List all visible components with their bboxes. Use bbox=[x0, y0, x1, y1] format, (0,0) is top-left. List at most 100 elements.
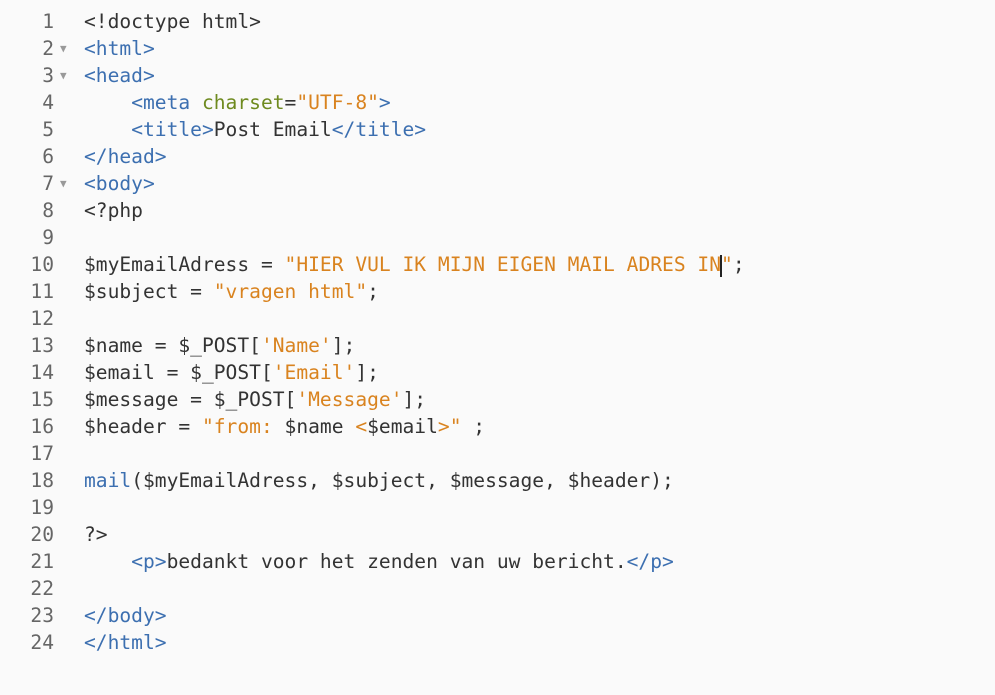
code-text: ?> bbox=[84, 521, 108, 548]
code-line[interactable]: 11 $subject = "vragen html"; bbox=[0, 278, 995, 305]
code-token: " bbox=[721, 253, 733, 276]
code-text: mail($myEmailAdress, $subject, $message,… bbox=[84, 467, 674, 494]
code-line[interactable]: 10 $myEmailAdress = "HIER VUL IK MIJN EIG… bbox=[0, 251, 995, 278]
code-line[interactable]: 14$email = $_POST['Email']; bbox=[0, 359, 995, 386]
code-token: $subject = bbox=[84, 280, 214, 303]
fold-arrow-icon[interactable]: ▼ bbox=[60, 69, 67, 82]
code-line[interactable]: 5 <title>Post Email</title> bbox=[0, 116, 995, 143]
code-text: <!doctype html> bbox=[84, 8, 261, 35]
code-token: <title> bbox=[131, 118, 214, 141]
code-token: bedankt voor het zenden van uw bericht. bbox=[166, 550, 627, 573]
line-number: 12 bbox=[30, 307, 54, 330]
code-token: 'Message' bbox=[296, 388, 403, 411]
line-number: 14 bbox=[30, 361, 54, 384]
line-number: 13 bbox=[30, 334, 54, 357]
code-token: >" bbox=[437, 415, 462, 438]
code-token: "from: bbox=[201, 415, 285, 438]
code-token: $header = bbox=[84, 415, 202, 438]
code-token: </title> bbox=[331, 118, 427, 141]
line-number: 3 bbox=[42, 64, 54, 87]
line-number: 7 bbox=[42, 172, 54, 195]
code-line[interactable]: 16$header = "from: $name <$email>" ; bbox=[0, 413, 995, 440]
code-text: <head> bbox=[84, 62, 155, 89]
code-token: <body> bbox=[84, 172, 155, 195]
code-token bbox=[84, 550, 131, 573]
code-text: $header = "from: $name <$email>" ; bbox=[84, 413, 485, 440]
line-number: 8 bbox=[42, 199, 54, 222]
code-line[interactable]: 19 bbox=[0, 494, 995, 521]
code-token: </p> bbox=[626, 550, 674, 573]
code-token: 'Name' bbox=[260, 334, 332, 357]
code-line[interactable]: 2▼<html> bbox=[0, 35, 995, 62]
fold-arrow-icon[interactable]: ▼ bbox=[60, 42, 67, 55]
code-text: $name = $_POST['Name']; bbox=[84, 332, 355, 359]
code-line[interactable]: 12 bbox=[0, 305, 995, 332]
code-token: <head> bbox=[84, 64, 155, 87]
code-token: ($myEmailAdress, $subject, $message, $he… bbox=[131, 469, 674, 492]
code-token bbox=[84, 91, 131, 114]
line-number: 22 bbox=[30, 577, 54, 600]
code-line[interactable]: 13 $name = $_POST['Name']; bbox=[0, 332, 995, 359]
line-number: 17 bbox=[30, 442, 54, 465]
code-token: </head> bbox=[84, 145, 167, 168]
code-token: "HIER VUL IK MIJN EIGEN MAIL ADRES IN bbox=[284, 253, 722, 276]
code-line[interactable]: 3 ▼ <head> bbox=[0, 62, 995, 89]
code-text: </head> bbox=[84, 143, 167, 170]
code-token: charset bbox=[201, 91, 285, 114]
line-number: 9 bbox=[42, 226, 54, 249]
code-token: $email = $_POST[ bbox=[84, 361, 273, 384]
code-line[interactable]: 7 ▼ <body> bbox=[0, 170, 995, 197]
code-line[interactable]: 1 <!doctype html> bbox=[0, 8, 995, 35]
code-token: <p> bbox=[131, 550, 167, 573]
code-text: <html> bbox=[84, 35, 155, 62]
code-text: <?php bbox=[84, 197, 143, 224]
code-token: $message = $_POST[ bbox=[84, 388, 297, 411]
code-line[interactable]: 6 </head> bbox=[0, 143, 995, 170]
code-line[interactable]: 20 ?> bbox=[0, 521, 995, 548]
code-token: > bbox=[378, 91, 391, 114]
code-token: </body> bbox=[84, 604, 167, 627]
code-text: <title>Post Email</title> bbox=[84, 116, 426, 143]
code-token: mail bbox=[84, 469, 132, 492]
line-number: 11 bbox=[30, 280, 54, 303]
code-token: ]; bbox=[355, 361, 379, 384]
code-line[interactable]: 9 bbox=[0, 224, 995, 251]
line-number: 23 bbox=[30, 604, 54, 627]
text-cursor bbox=[720, 254, 723, 277]
code-text: $message = $_POST['Message']; bbox=[84, 386, 426, 413]
code-token: ; bbox=[732, 253, 745, 276]
line-number: 20 bbox=[30, 523, 54, 546]
code-token: ; bbox=[461, 415, 486, 438]
line-number: 6 bbox=[42, 145, 54, 168]
code-text: </html> bbox=[84, 629, 167, 656]
code-token: $myEmailAdress = bbox=[84, 253, 285, 276]
code-line[interactable]: 4 <meta charset="UTF-8"> bbox=[0, 89, 995, 116]
code-token: <?php bbox=[84, 199, 143, 222]
line-number: 1 bbox=[42, 10, 54, 33]
code-token: "UTF-8" bbox=[296, 91, 379, 114]
code-token: Post Email bbox=[213, 118, 332, 141]
code-token: <!doctype html> bbox=[84, 10, 261, 33]
code-text: <p>bedankt voor het zenden van uw berich… bbox=[84, 548, 674, 575]
code-line[interactable]: 22 bbox=[0, 575, 995, 602]
code-token: ; bbox=[367, 280, 379, 303]
code-line[interactable]: 15$message = $_POST['Message']; bbox=[0, 386, 995, 413]
code-line[interactable]: 23 </body> bbox=[0, 602, 995, 629]
code-line[interactable]: 18 mail($myEmailAdress, $subject, $messag… bbox=[0, 467, 995, 494]
code-token: $email bbox=[367, 415, 438, 438]
fold-arrow-icon[interactable]: ▼ bbox=[60, 177, 67, 190]
code-token: $name bbox=[284, 415, 356, 438]
code-token: <meta bbox=[131, 91, 202, 114]
code-token: </html> bbox=[84, 631, 167, 654]
line-number: 10 bbox=[30, 253, 54, 276]
code-line[interactable]: 21 <p>bedankt voor het zenden van uw ber… bbox=[0, 548, 995, 575]
code-text: <body> bbox=[84, 170, 155, 197]
code-line[interactable]: 24 </html> bbox=[0, 629, 995, 656]
code-line[interactable]: 17 bbox=[0, 440, 995, 467]
line-number: 24 bbox=[30, 631, 54, 654]
code-line[interactable]: 8 <?php bbox=[0, 197, 995, 224]
line-number: 18 bbox=[30, 469, 54, 492]
code-token: "vragen html" bbox=[213, 280, 368, 303]
code-text: </body> bbox=[84, 602, 167, 629]
